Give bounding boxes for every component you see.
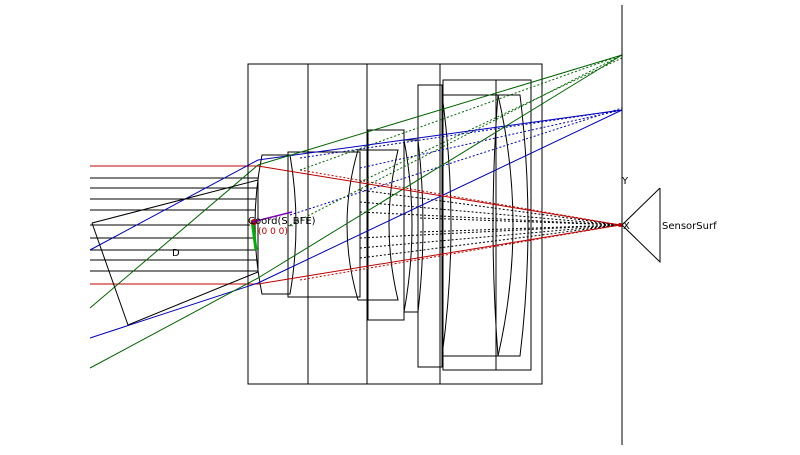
- lens-element-2: [346, 149, 399, 301]
- coordinate-label: Coord(S_BFE): [248, 216, 316, 227]
- axis-x-label: X: [623, 221, 630, 232]
- oblique-ray-blue-top: [89, 159, 259, 251]
- converging-rays: [289, 54, 623, 281]
- lens-barrel: [247, 63, 543, 385]
- sensor-label: SensorSurf: [662, 221, 717, 232]
- chief-rays: [257, 54, 623, 285]
- oblique-ray-green-top: [89, 164, 259, 309]
- lens-element-4: [441, 94, 499, 357]
- axis-y-label: Y: [621, 176, 629, 187]
- lens-element-3: [403, 139, 424, 313]
- oblique-ray-green-bottom: [89, 277, 259, 369]
- incoming-rays: [89, 159, 260, 369]
- sensor-cone-icon: [621, 187, 661, 264]
- lens-element-1: [254, 154, 297, 295]
- coordinate-marker[interactable]: [250, 211, 293, 251]
- lens-element-5: [497, 94, 529, 357]
- oblique-ray-blue-bottom: [89, 282, 259, 339]
- coordinate-sublabel: (0 0 0): [258, 227, 288, 237]
- lens-elements: [254, 94, 529, 357]
- field-plane-label: D: [172, 248, 180, 259]
- focus-point: [618, 223, 622, 227]
